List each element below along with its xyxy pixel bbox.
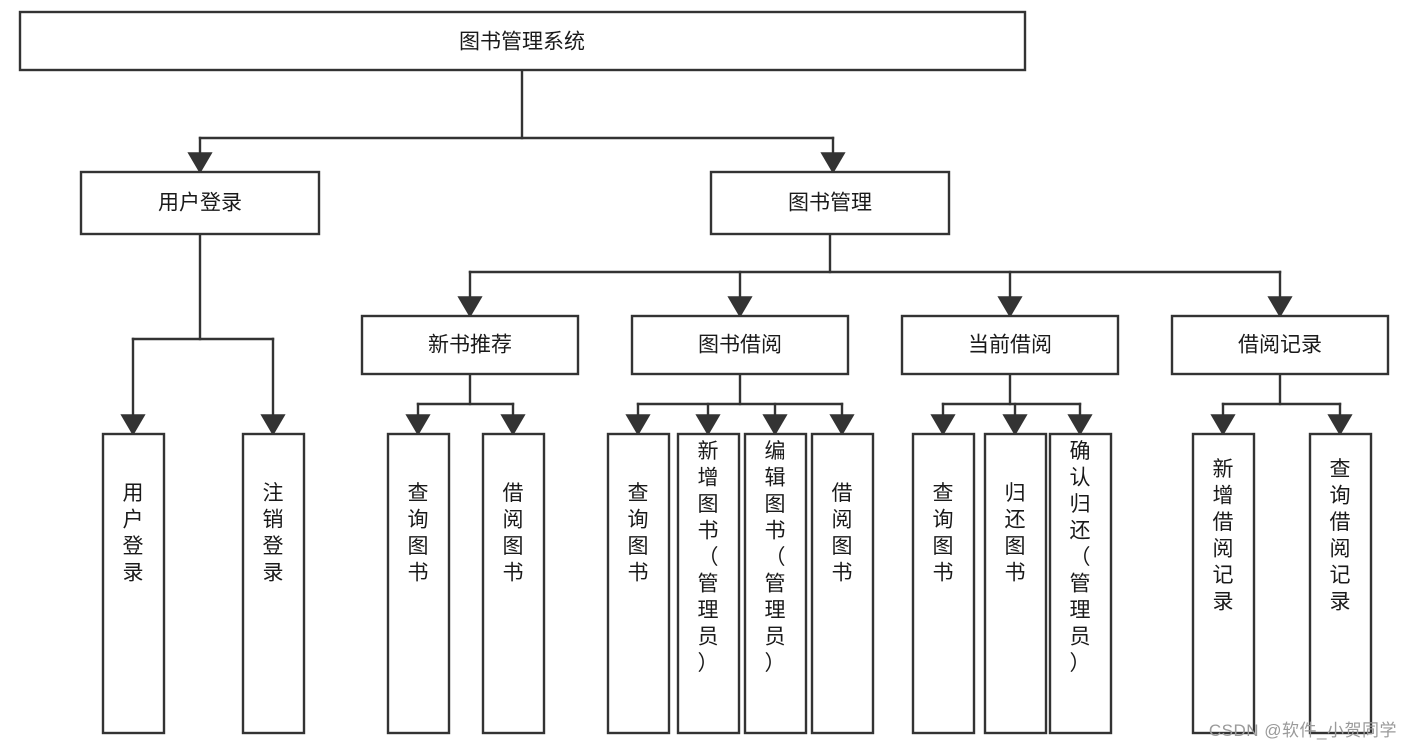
leaf-user-login-label: 用户登录 [123,482,144,585]
leaf-borrow-book-2[interactable]: 借阅图书 [810,432,875,735]
watermark-credit: CSDN @软件_小贺同学 [1208,721,1397,740]
leaf-query-record[interactable]: 查询借阅记录 [1308,432,1373,735]
leaf-query-book-2-label: 查询图书 [628,482,649,585]
leaf-return-book-label: 归还图书 [1005,482,1026,585]
leaf-logout-login-box [241,432,306,735]
connector-layer [120,68,1353,436]
leaf-edit-book-box [743,432,808,735]
node-book-manage-label: 图书管理 [788,192,872,215]
node-borrow-record[interactable]: 借阅记录 [1170,314,1390,376]
leaf-edit-book-label: 编辑图书（管理员） [765,440,786,675]
node-current-borrow-box [900,314,1120,376]
leaf-borrow-book-1-label: 借阅图书 [503,482,524,585]
leaf-logout-login[interactable]: 注销登录 [241,432,306,735]
node-current-borrow[interactable]: 当前借阅 [900,314,1120,376]
leaf-add-book-label: 新增图书（管理员） [698,440,719,675]
node-borrow-record-box [1170,314,1390,376]
node-book-manage-box [709,170,951,236]
leaf-add-book[interactable]: 新增图书（管理员） [676,432,741,735]
node-book-borrow[interactable]: 图书借阅 [630,314,850,376]
leaf-edit-book[interactable]: 编辑图书（管理员） [743,432,808,735]
node-new-book-recommend-box [360,314,580,376]
leaf-query-book-2-box [606,432,671,735]
node-user-login-label: 用户登录 [158,192,242,215]
leaf-user-login[interactable]: 用户登录 [101,432,166,735]
leaf-query-book-3[interactable]: 查询图书 [911,432,976,735]
leaf-borrow-book-2-label: 借阅图书 [832,482,853,585]
leaf-query-book-1-box [386,432,451,735]
leaf-add-book-box [676,432,741,735]
leaf-add-record-box [1191,432,1256,735]
node-root-label: 图书管理系统 [459,31,585,54]
node-new-book-recommend-label: 新书推荐 [428,334,512,357]
node-book-borrow-label: 图书借阅 [698,334,782,357]
leaf-borrow-book-2-box [810,432,875,735]
node-book-manage[interactable]: 图书管理 [709,170,951,236]
node-new-book-recommend[interactable]: 新书推荐 [360,314,580,376]
leaf-confirm-return-label: 确认归还（管理员） [1070,440,1091,675]
node-borrow-record-label: 借阅记录 [1238,334,1322,357]
leaf-borrow-book-1[interactable]: 借阅图书 [481,432,546,735]
leaf-query-book-3-label: 查询图书 [933,482,954,585]
leaf-query-record-box [1308,432,1373,735]
leaf-confirm-return-box [1048,432,1113,735]
node-user-login-box [79,170,321,236]
leaf-borrow-book-1-box [481,432,546,735]
leaf-query-book-1-label: 查询图书 [408,482,429,585]
leaf-confirm-return[interactable]: 确认归还（管理员） [1048,432,1113,735]
node-user-login[interactable]: 用户登录 [79,170,321,236]
leaf-query-book-1[interactable]: 查询图书 [386,432,451,735]
leaf-logout-login-label: 注销登录 [263,482,284,585]
leaf-return-book-box [983,432,1048,735]
leaf-query-book-3-box [911,432,976,735]
node-book-borrow-box [630,314,850,376]
leaf-add-record[interactable]: 新增借阅记录 [1191,432,1256,735]
leaf-add-record-label: 新增借阅记录 [1213,458,1234,614]
leaf-user-login-box [101,432,166,735]
node-root-system[interactable]: 图书管理系统 [18,10,1027,72]
leaf-query-record-label: 查询借阅记录 [1330,458,1351,614]
leaf-query-book-2[interactable]: 查询图书 [606,432,671,735]
node-root-box [18,10,1027,72]
leaf-return-book[interactable]: 归还图书 [983,432,1048,735]
node-current-borrow-label: 当前借阅 [968,334,1052,357]
